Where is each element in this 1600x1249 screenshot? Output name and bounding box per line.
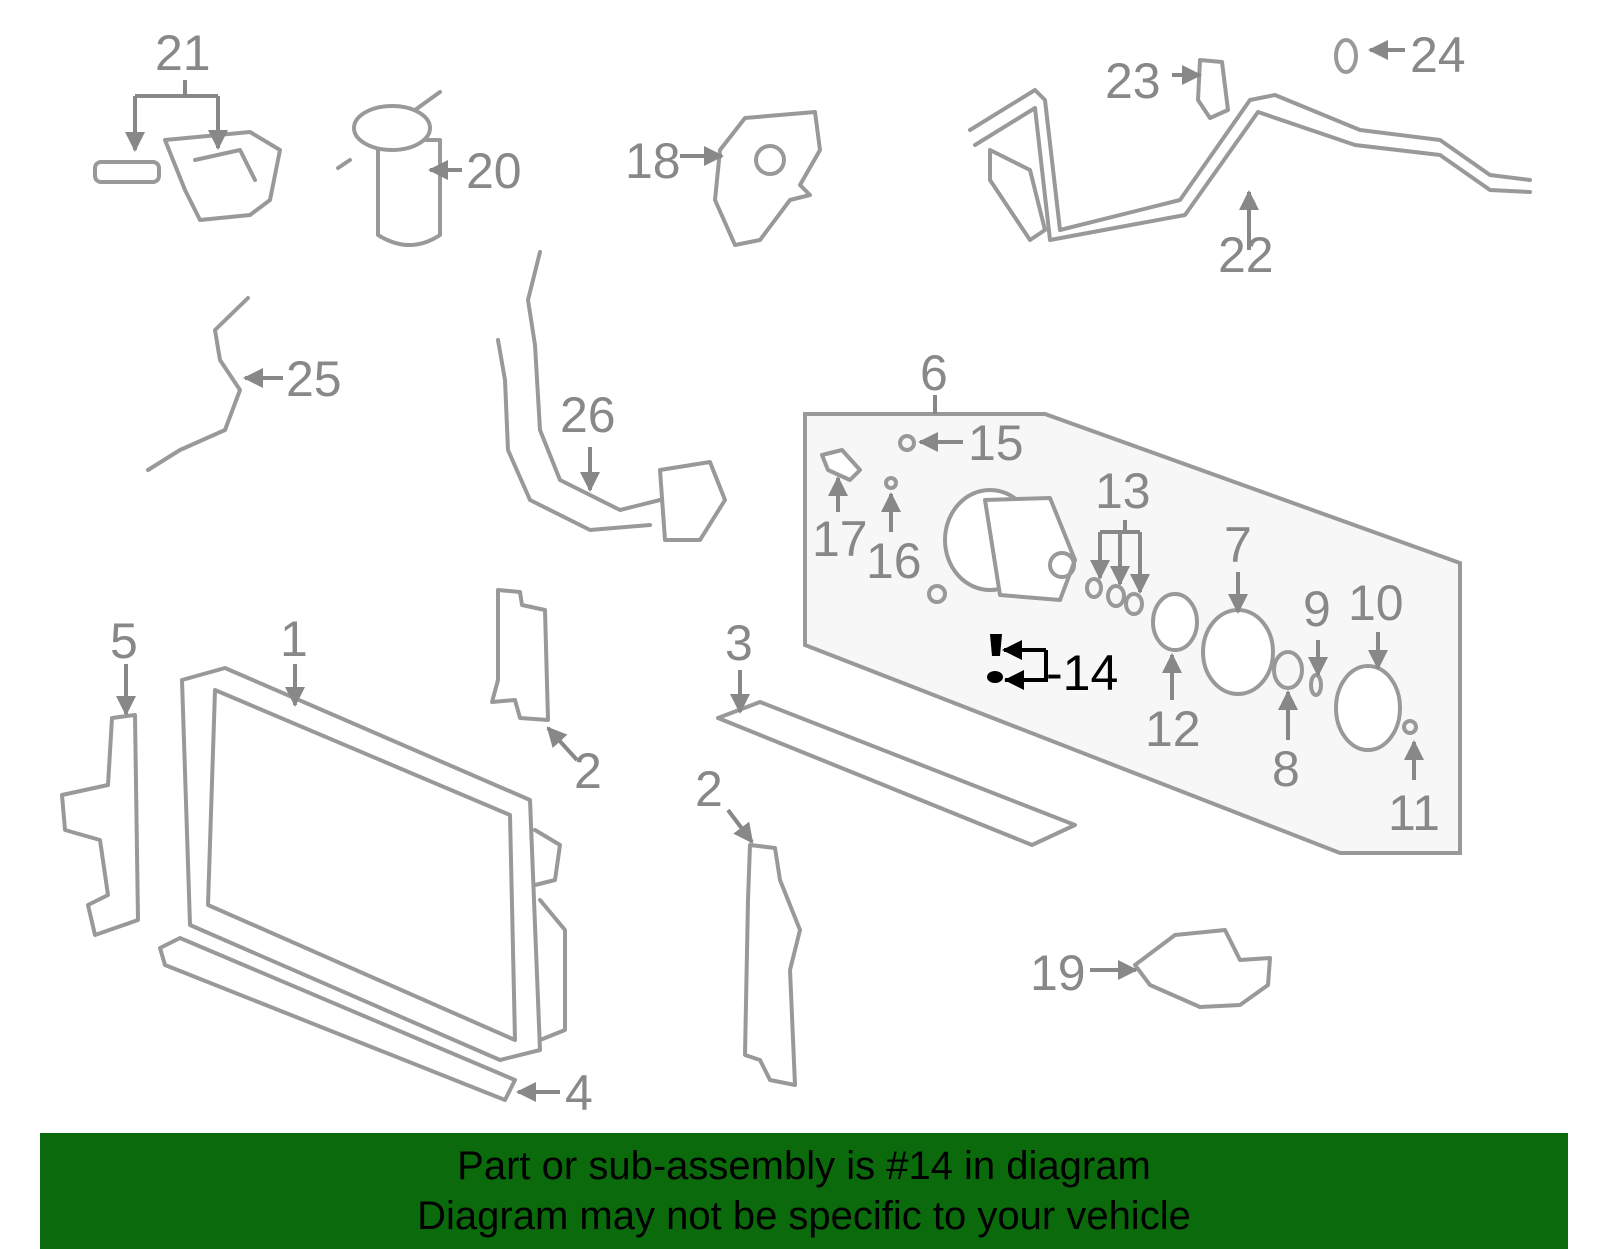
label-25: 25 <box>286 351 342 407</box>
part-21-switch <box>93 130 282 222</box>
label-3: 3 <box>725 615 753 671</box>
label-22: 22 <box>1218 227 1274 283</box>
label-17: 17 <box>812 511 868 567</box>
part-2-bracket-upper <box>490 588 550 722</box>
label-24: 24 <box>1410 27 1466 83</box>
label-23: 23 <box>1105 53 1161 109</box>
label-15: 15 <box>968 415 1024 471</box>
banner-line-1: Part or sub-assembly is #14 in diagram <box>457 1144 1151 1188</box>
leader-lines <box>116 40 1424 1102</box>
label-12: 12 <box>1145 701 1201 757</box>
part-4-lower-seal <box>158 936 517 1102</box>
part-5-baffle <box>60 713 140 937</box>
info-banner: Part or sub-assembly is #14 in diagram D… <box>40 1133 1568 1249</box>
label-11: 11 <box>1388 785 1440 841</box>
label-19: 19 <box>1030 945 1086 1001</box>
part-14-fasteners <box>987 634 1003 683</box>
label-4: 4 <box>565 1065 593 1121</box>
label-7: 7 <box>1224 517 1252 573</box>
label-6: 6 <box>920 345 948 401</box>
part-6-compressor <box>927 488 1077 604</box>
part-16-cap <box>884 476 898 490</box>
part-15-cap <box>898 434 916 452</box>
label-21: 21 <box>155 25 211 81</box>
label-2-lower: 2 <box>695 761 723 817</box>
label-26: 26 <box>560 387 616 443</box>
part-19-shield <box>1133 928 1272 1009</box>
part-7-pulley <box>1201 608 1275 696</box>
banner-line-2: Diagram may not be specific to your vehi… <box>417 1194 1191 1238</box>
part-1-condenser <box>180 666 567 1062</box>
label-14: -14 <box>1046 645 1118 701</box>
label-1: 1 <box>280 611 308 667</box>
label-20: 20 <box>466 143 522 199</box>
part-11-nut <box>1402 719 1418 735</box>
label-18: 18 <box>625 133 681 189</box>
part-20-drier <box>336 90 442 247</box>
part-23-clip <box>1196 58 1230 120</box>
part-2-bracket-lower <box>743 843 802 1087</box>
label-2-upper: 2 <box>574 743 602 799</box>
part-22-hose <box>968 88 1532 242</box>
label-5: 5 <box>110 613 138 669</box>
part-8-bearing <box>1272 650 1304 690</box>
label-13: 13 <box>1095 463 1151 519</box>
part-26-hose-assembly <box>496 250 727 542</box>
label-10: 10 <box>1348 575 1404 631</box>
part-17-valve <box>820 448 862 482</box>
label-16: 16 <box>866 533 922 589</box>
label-9: 9 <box>1303 581 1331 637</box>
part-24-seal <box>1334 38 1358 74</box>
part-10-clutch-plate <box>1334 664 1402 752</box>
part-18-bracket <box>713 110 822 247</box>
label-8: 8 <box>1272 741 1300 797</box>
part-12-coil <box>1151 592 1199 652</box>
part-25-line <box>146 296 250 472</box>
